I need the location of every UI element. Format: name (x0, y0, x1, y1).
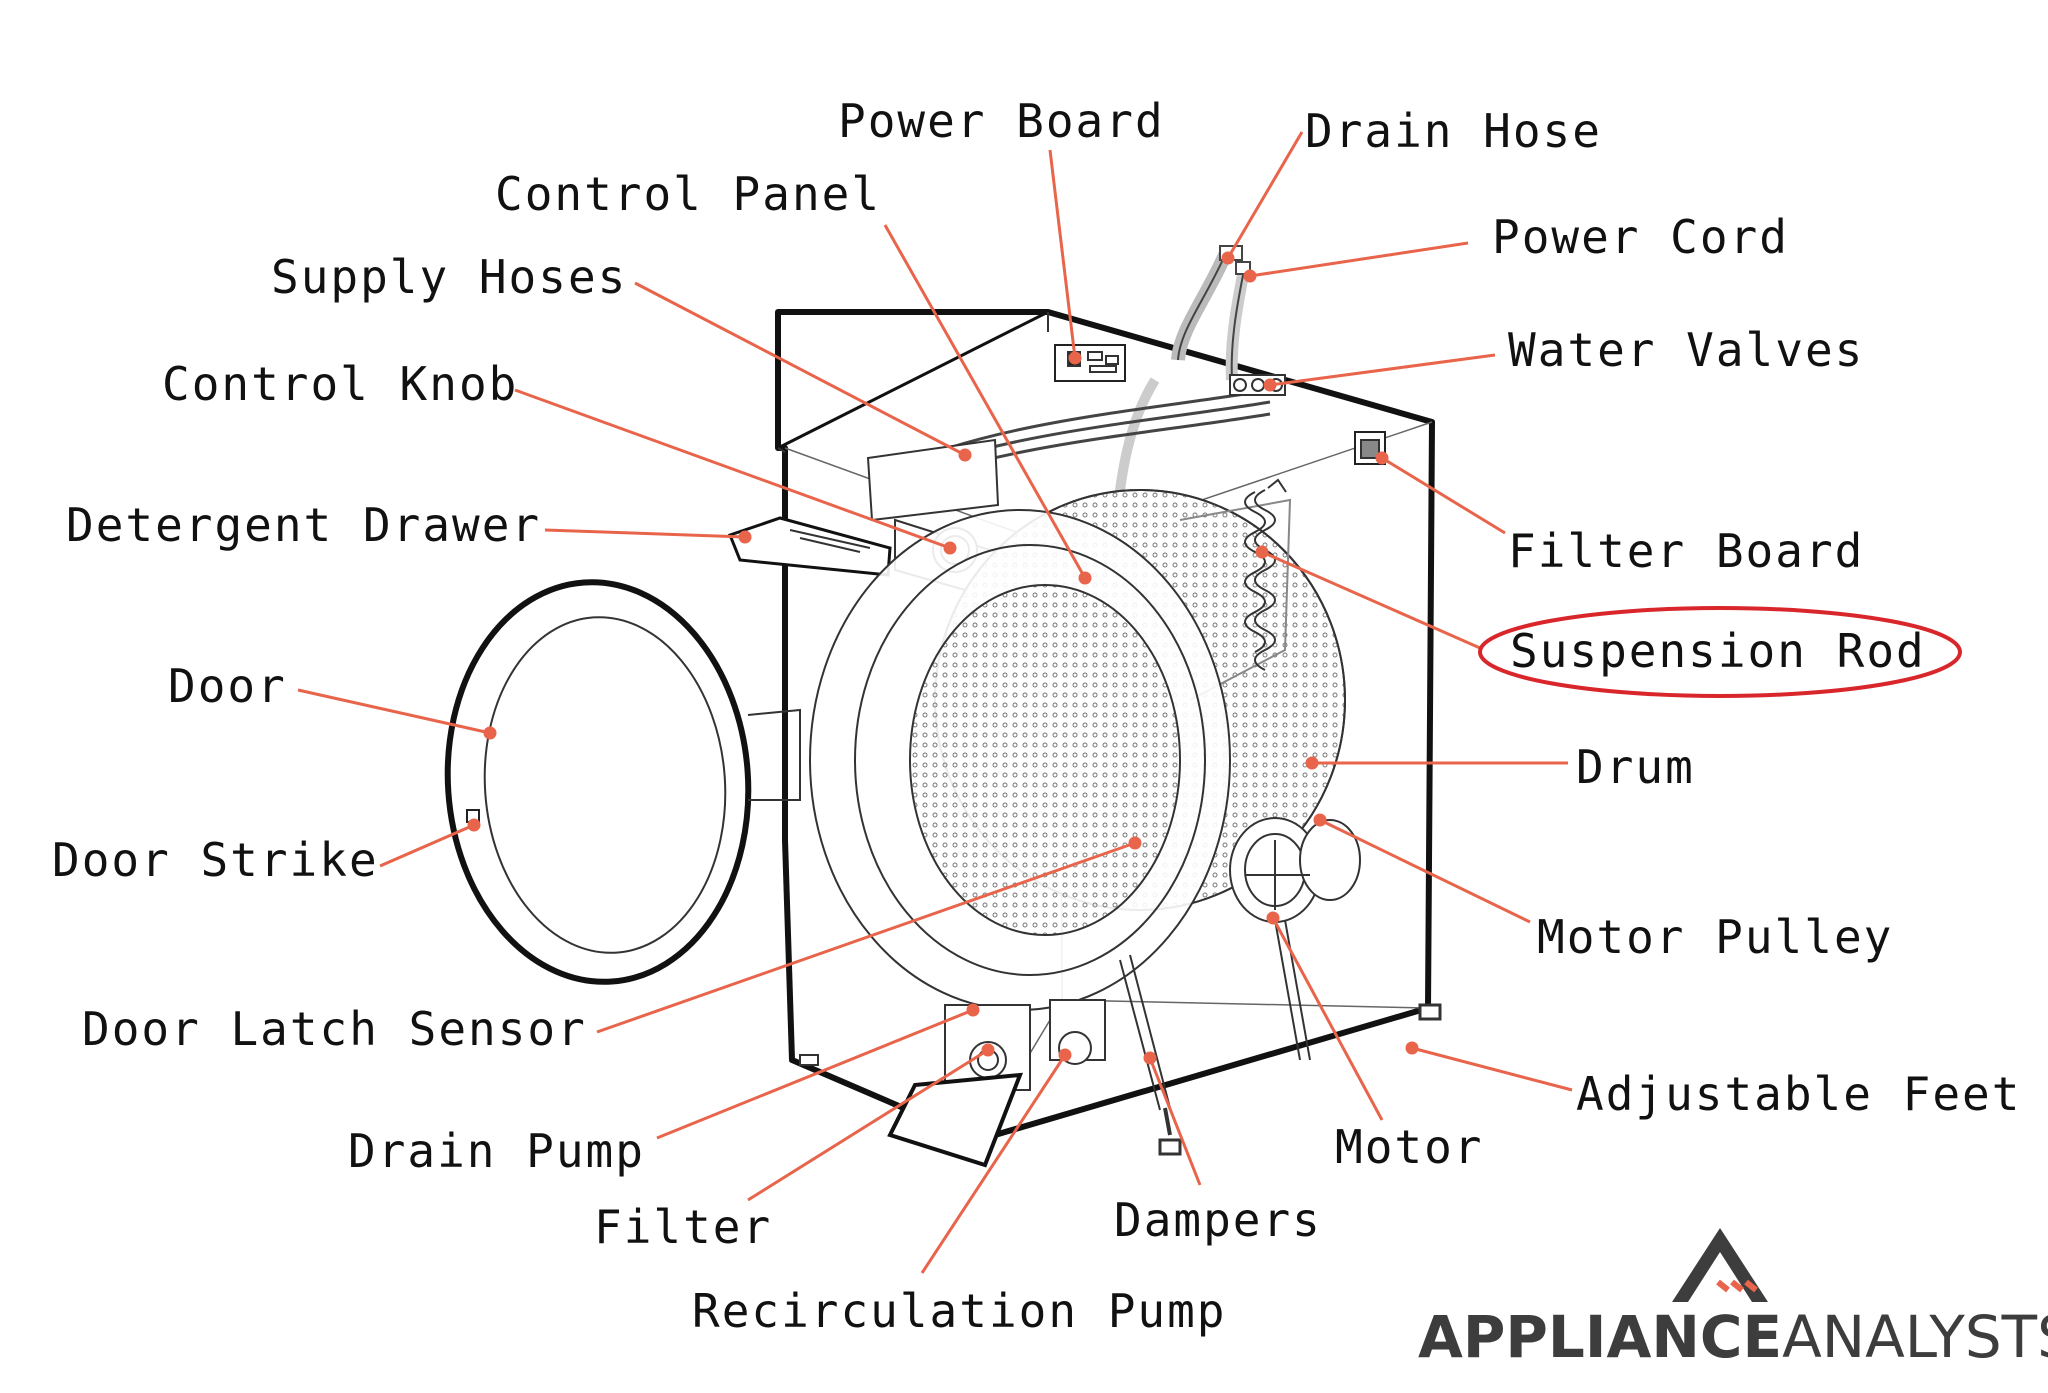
power-board-part (1054, 344, 1126, 382)
leader-motor-pulley (1313, 813, 1531, 924)
washer-illustration (444, 245, 1442, 1168)
filter-flap (887, 1072, 1024, 1168)
label-water-valves: Water Valves (1508, 323, 1864, 377)
leader-control-panel (883, 224, 1092, 585)
leader-control-knob (514, 388, 957, 555)
brand-wordmark-bold: APPLIANCE (1418, 1303, 1782, 1371)
leader-water-valves (1263, 353, 1496, 392)
label-motor: Motor (1335, 1120, 1483, 1174)
label-recirculation-pump: Recirculation Pump (692, 1284, 1227, 1338)
leader-power-board (1048, 149, 1082, 365)
leader-motor (1266, 911, 1384, 1121)
label-drain-pump: Drain Pump (348, 1124, 645, 1178)
leader-filter-board (1375, 451, 1506, 535)
leader-supply-hoses (634, 281, 972, 462)
filter-board-part (1354, 431, 1386, 465)
leader-door (297, 688, 497, 740)
label-door-strike: Door Strike (52, 833, 379, 887)
door-part (444, 579, 801, 985)
label-control-panel: Control Panel (495, 167, 881, 221)
brand-logo-mark (1672, 1228, 1768, 1302)
label-door: Door (168, 659, 287, 713)
leader-drain-pump (656, 1003, 980, 1140)
label-power-board: Power Board (838, 94, 1165, 148)
label-adjustable-feet: Adjustable Feet (1576, 1067, 2021, 1121)
leader-recirculation-pump (920, 1048, 1072, 1274)
label-power-cord: Power Cord (1492, 210, 1789, 264)
label-door-latch-sensor: Door Latch Sensor (82, 1002, 587, 1056)
label-drain-hose: Drain Hose (1305, 104, 1602, 158)
label-motor-pulley: Motor Pulley (1537, 910, 1893, 964)
door-opening-part (809, 509, 1231, 1011)
leader-suspension-rod (1255, 545, 1481, 650)
motor-part (1229, 817, 1361, 1061)
leader-filter (747, 1043, 995, 1202)
label-filter-board: Filter Board (1508, 524, 1864, 578)
brand-wordmark-light: ANALYSTS (1782, 1303, 2048, 1371)
suspension-rod-highlight (1478, 606, 1962, 698)
leader-detergent-drawer (544, 528, 752, 544)
dampers-part (1119, 954, 1172, 1136)
leader-drum (1305, 756, 1568, 770)
leader-drain-hose (1221, 131, 1304, 265)
label-control-knob: Control Knob (162, 357, 518, 411)
leader-adjustable-feet (1405, 1041, 1573, 1092)
part-labels: Power Board Drain Hose Control Panel Pow… (52, 94, 2021, 1338)
label-supply-hoses: Supply Hoses (271, 250, 627, 304)
suspension-spring-part (1244, 478, 1287, 671)
leader-door-strike (379, 818, 481, 868)
label-detergent-drawer: Detergent Drawer (66, 498, 541, 552)
label-suspension-rod: Suspension Rod (1510, 624, 1926, 678)
cabinet-outline (775, 309, 1435, 1143)
feet-part (799, 1003, 1442, 1156)
leader-power-cord (1243, 241, 1469, 283)
label-dampers: Dampers (1114, 1193, 1322, 1247)
brand-wordmark: APPLIANCEANALYSTS (1418, 1303, 2048, 1371)
label-filter: Filter (594, 1200, 772, 1254)
leader-lines (297, 131, 1573, 1274)
label-drum: Drum (1576, 740, 1695, 794)
brand-logo: APPLIANCEANALYSTS (1418, 1228, 2048, 1371)
leader-door-latch-sensor (596, 836, 1142, 1034)
leader-dampers (1143, 1051, 1202, 1186)
